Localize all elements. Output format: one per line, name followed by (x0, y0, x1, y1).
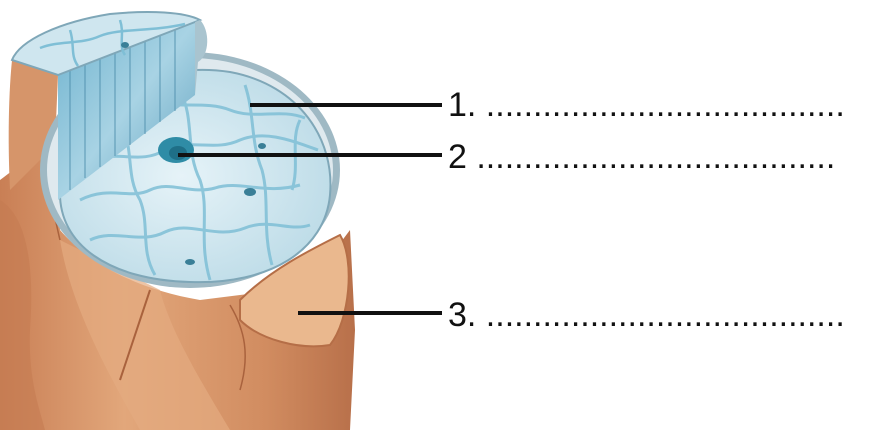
label-2: 2 ...................................... (448, 138, 835, 176)
nucleus-spot-a (244, 188, 256, 196)
nucleus-spot-upper (121, 42, 129, 48)
nucleus-spot-c (258, 143, 266, 149)
label-3: 3. .....................................… (448, 296, 845, 334)
nucleus-spot-b (185, 259, 195, 265)
label-1: 1. .....................................… (448, 86, 845, 124)
